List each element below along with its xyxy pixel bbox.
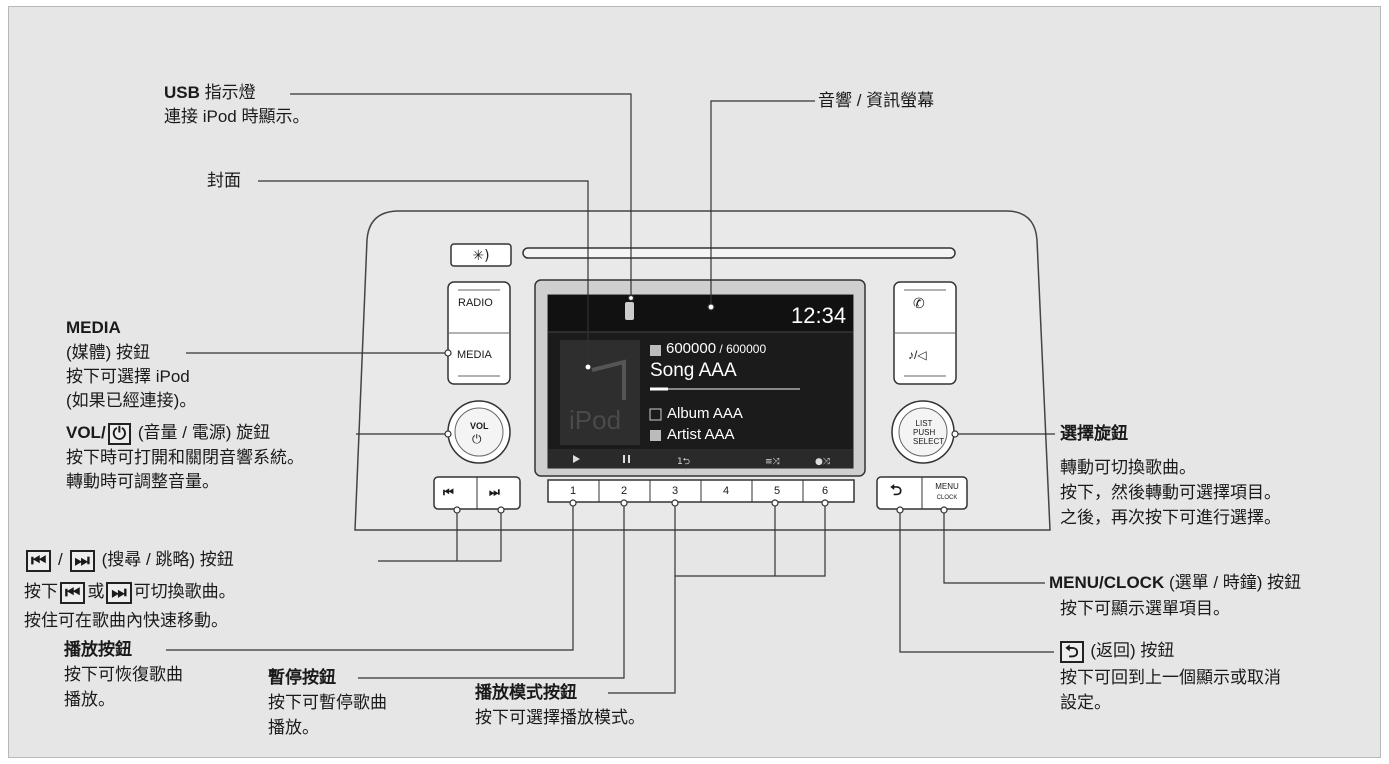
callout-display-title: 音響 / 資訊螢幕 [818, 91, 935, 110]
audio-icon[interactable]: ♪/◁ [908, 348, 927, 362]
phone-icon[interactable]: ✆ [913, 295, 925, 311]
svg-text:≡⤨: ≡⤨ [765, 457, 781, 467]
seek-forward-icon: ⏭ [106, 581, 132, 604]
screen-song: Song AAA [650, 360, 737, 381]
callout-select-title: 選擇旋鈕 [1060, 424, 1128, 443]
preset-3[interactable]: 3 [672, 485, 679, 497]
screen-artist: Artist AAA [667, 426, 735, 443]
screen-album: Album AAA [667, 405, 743, 422]
callout-vol-desc2: 轉動時可調整音量。 [66, 472, 219, 491]
seek-back-icon: ⏮ [26, 549, 52, 572]
callout-back-desc2: 設定。 [1060, 693, 1111, 712]
callout-seek-title: ⏮ / ⏭ (搜尋 / 跳略) 按鈕 [24, 548, 234, 572]
callout-select-desc2: 按下，然後轉動可選擇項目。 [1060, 483, 1281, 502]
svg-text:1⮌: 1⮌ [677, 457, 690, 467]
callout-back-title: ⮌ (返回) 按鈕 [1058, 639, 1174, 663]
media-button[interactable]: MEDIA [457, 349, 492, 361]
seek-back-button[interactable]: ⏮ [443, 485, 454, 499]
svg-text:●⤨: ●⤨ [815, 457, 831, 467]
power-icon: ⏻ [472, 432, 482, 446]
callout-seek-desc2: 按住可在歌曲內快速移動。 [24, 611, 228, 630]
back-button[interactable]: ⮌ [890, 482, 903, 499]
callout-back-desc1: 按下可回到上一個顯示或取消 [1060, 668, 1281, 687]
screen-track-count: 600000 / 600000 [666, 340, 767, 357]
callout-vol-title: VOL/⏻ (音量 / 電源) 旋鈕 [66, 422, 271, 445]
seek-forward-button[interactable]: ⏭ [489, 485, 500, 499]
seek-back-icon: ⏮ [60, 581, 86, 604]
preset-1[interactable]: 1 [570, 485, 577, 497]
back-icon: ⮌ [1060, 640, 1084, 663]
callout-cover-title: 封面 [207, 171, 241, 190]
callout-play-title: 播放按鈕 [64, 640, 132, 659]
callout-media-desc1: 按下可選擇 iPod [66, 367, 190, 386]
callout-menu-desc: 按下可顯示選單項目。 [1060, 599, 1230, 618]
preset-5[interactable]: 5 [774, 485, 781, 497]
preset-2[interactable]: 2 [621, 485, 628, 497]
callout-pause-desc1: 按下可暫停歌曲 [268, 693, 387, 712]
callout-play-desc2: 播放。 [64, 690, 115, 709]
callout-pause-desc2: 播放。 [268, 718, 319, 737]
callout-seek-desc1: 按下⏮或⏭可切換歌曲。 [24, 581, 236, 604]
callout-pause-title: 暫停按鈕 [268, 668, 336, 687]
svg-text:✳︎): ✳︎) [472, 248, 489, 264]
seek-forward-icon: ⏭ [69, 549, 95, 572]
callout-select-desc3: 之後，再次按下可進行選擇。 [1060, 508, 1281, 527]
callout-select-desc1: 轉動可切換歌曲。 [1060, 458, 1196, 477]
preset-6[interactable]: 6 [822, 485, 829, 497]
callout-menu-title: MENU/CLOCK (選單 / 時鐘) 按鈕 [1049, 573, 1302, 592]
power-icon: ⏻ [107, 422, 132, 445]
brightness-button[interactable] [450, 243, 512, 267]
vol-knob[interactable]: VOL [470, 421, 489, 431]
callout-media-title2: (媒體) 按鈕 [66, 343, 151, 362]
callout-usb-title: USB 指示燈 [164, 83, 256, 102]
callout-usb-desc: 連接 iPod 時顯示。 [164, 107, 310, 126]
callout-mode-title: 播放模式按鈕 [475, 683, 577, 702]
radio-button[interactable]: RADIO [458, 297, 493, 309]
preset-4[interactable]: 4 [723, 485, 730, 497]
callout-play-desc1: 按下可恢復歌曲 [64, 665, 183, 684]
callout-media-desc2: (如果已經連接)。 [66, 391, 197, 410]
callout-media-title1: MEDIA [66, 318, 121, 337]
callout-vol-desc1: 按下時可打開和關閉音響系統。 [66, 448, 304, 467]
screen-ipod-watermark: iPod [569, 405, 622, 435]
screen-time: 12:34 [791, 303, 847, 328]
callout-mode-desc: 按下可選擇播放模式。 [475, 708, 645, 727]
